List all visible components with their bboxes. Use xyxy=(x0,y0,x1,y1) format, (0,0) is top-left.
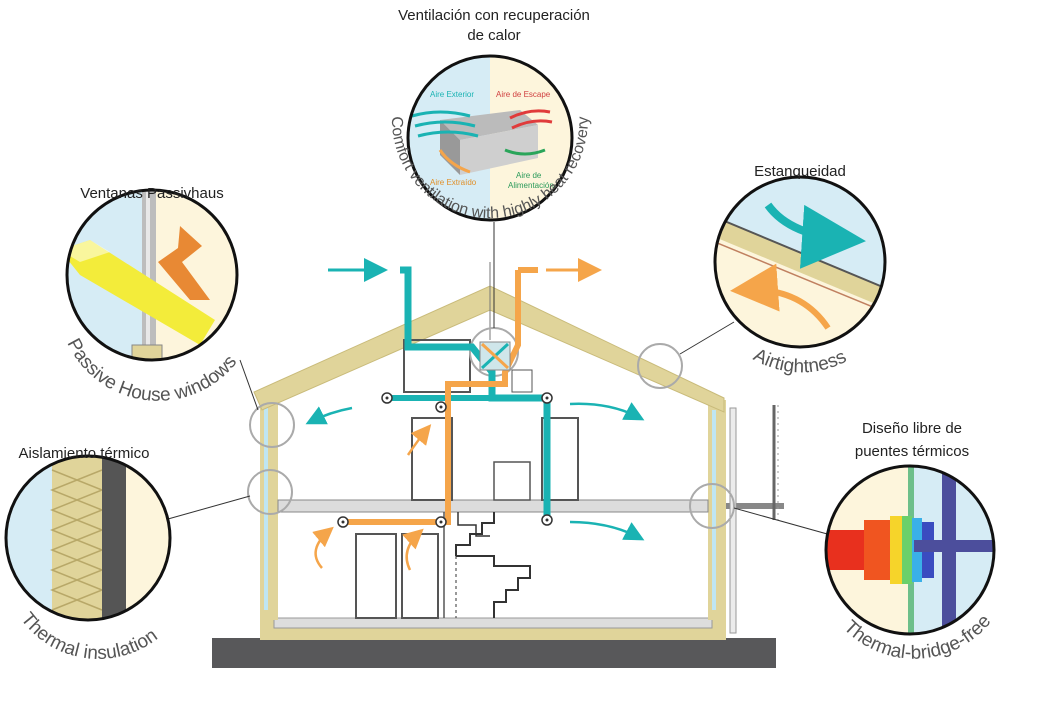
exhaust-air-duct xyxy=(312,258,602,571)
label-aire-alimentacion-2: Alimentación xyxy=(508,181,554,190)
left-wall xyxy=(260,392,278,620)
heat-recovery-title-1: Ventilación con recuperación xyxy=(398,7,590,24)
airtightness-title: Estanqueidad xyxy=(754,163,846,180)
airtightness-caption: Airtightness xyxy=(750,345,850,378)
insulation-detail: Thermal insulation Aislamiento térmico xyxy=(4,445,172,664)
label-aire-exterior: Aire Exterior xyxy=(430,90,474,99)
label-aire-alimentacion-1: Aire de xyxy=(516,171,542,180)
windows-title: Ventanas Passivhaus xyxy=(80,185,223,202)
label-aire-escape: Aire de Escape xyxy=(496,90,551,99)
airtightness-detail: Airtightness Estanqueidad xyxy=(713,163,887,378)
thermal-bridge-title-1: Diseño libre de xyxy=(862,420,962,437)
thermal-bridge-detail: Thermal-bridge-free Diseño libre de puen… xyxy=(824,420,996,664)
svg-text:Airtightness: Airtightness xyxy=(750,345,850,378)
heat-recovery-detail: Aire Exterior Aire de Escape Aire Extraí… xyxy=(388,7,592,222)
right-wall xyxy=(708,400,726,620)
stairs xyxy=(455,512,495,556)
ground-slab xyxy=(212,638,776,668)
windows-detail: Passive House windows Ventanas Passivhau… xyxy=(63,185,241,406)
heat-recovery-title-2: de calor xyxy=(467,27,520,44)
vents xyxy=(337,392,553,528)
thermal-bridge-title-2: puentes térmicos xyxy=(855,443,969,460)
house-section xyxy=(167,222,839,668)
floor-slab xyxy=(277,499,709,513)
label-aire-extraido: Aire Extraído xyxy=(430,178,477,187)
insulation-title: Aislamiento térmico xyxy=(19,445,150,462)
